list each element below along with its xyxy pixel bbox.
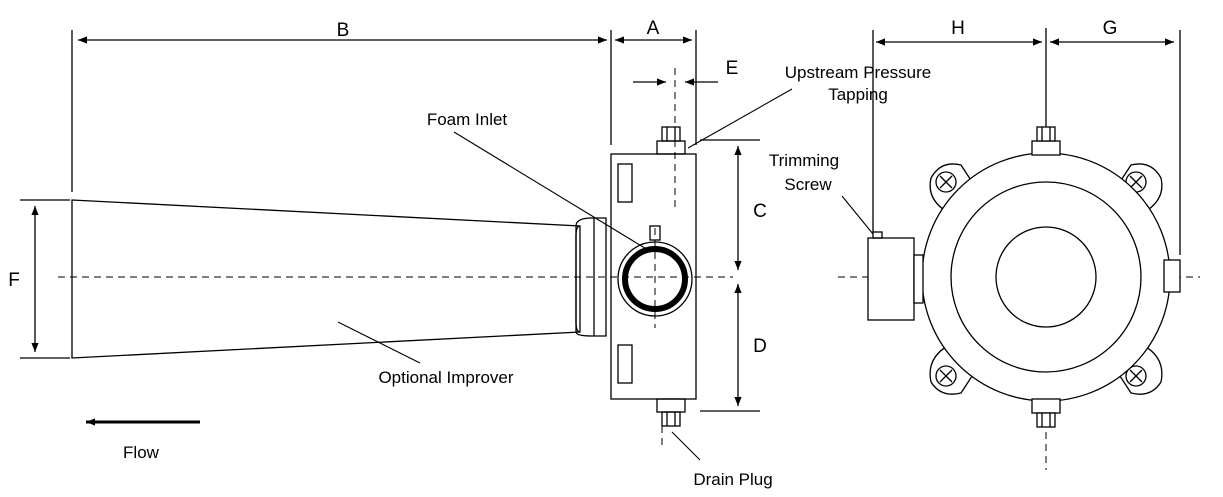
foam-inlet-label: Foam Inlet — [427, 110, 508, 129]
dimension-arrows — [31, 36, 1174, 406]
upstream-tapping-label: Tapping — [828, 85, 888, 104]
flow-label: Flow — [123, 443, 160, 462]
dim-label-h: H — [951, 18, 965, 39]
upstream-pressure-label: Upstream Pressure — [785, 63, 931, 82]
inlet-bore — [995, 226, 1097, 328]
trimming-label: Trimming — [769, 151, 839, 170]
side-view — [20, 30, 760, 427]
improver-cone — [71, 199, 581, 359]
dim-label-c: C — [753, 201, 767, 222]
dim-label-a: A — [647, 18, 660, 39]
dim-label-d: D — [753, 336, 767, 357]
end-view — [867, 28, 1181, 428]
dim-label-f: F — [8, 270, 20, 291]
drain-plug-label: Drain Plug — [693, 470, 772, 489]
dim-label-e: E — [726, 58, 739, 79]
screw-label: Screw — [784, 175, 832, 194]
leader-lines — [337, 88, 874, 461]
optional-improver-label: Optional Improver — [378, 368, 513, 387]
dim-label-b: B — [337, 20, 350, 41]
outer-housing — [921, 152, 1171, 402]
dim-label-g: G — [1103, 18, 1118, 39]
